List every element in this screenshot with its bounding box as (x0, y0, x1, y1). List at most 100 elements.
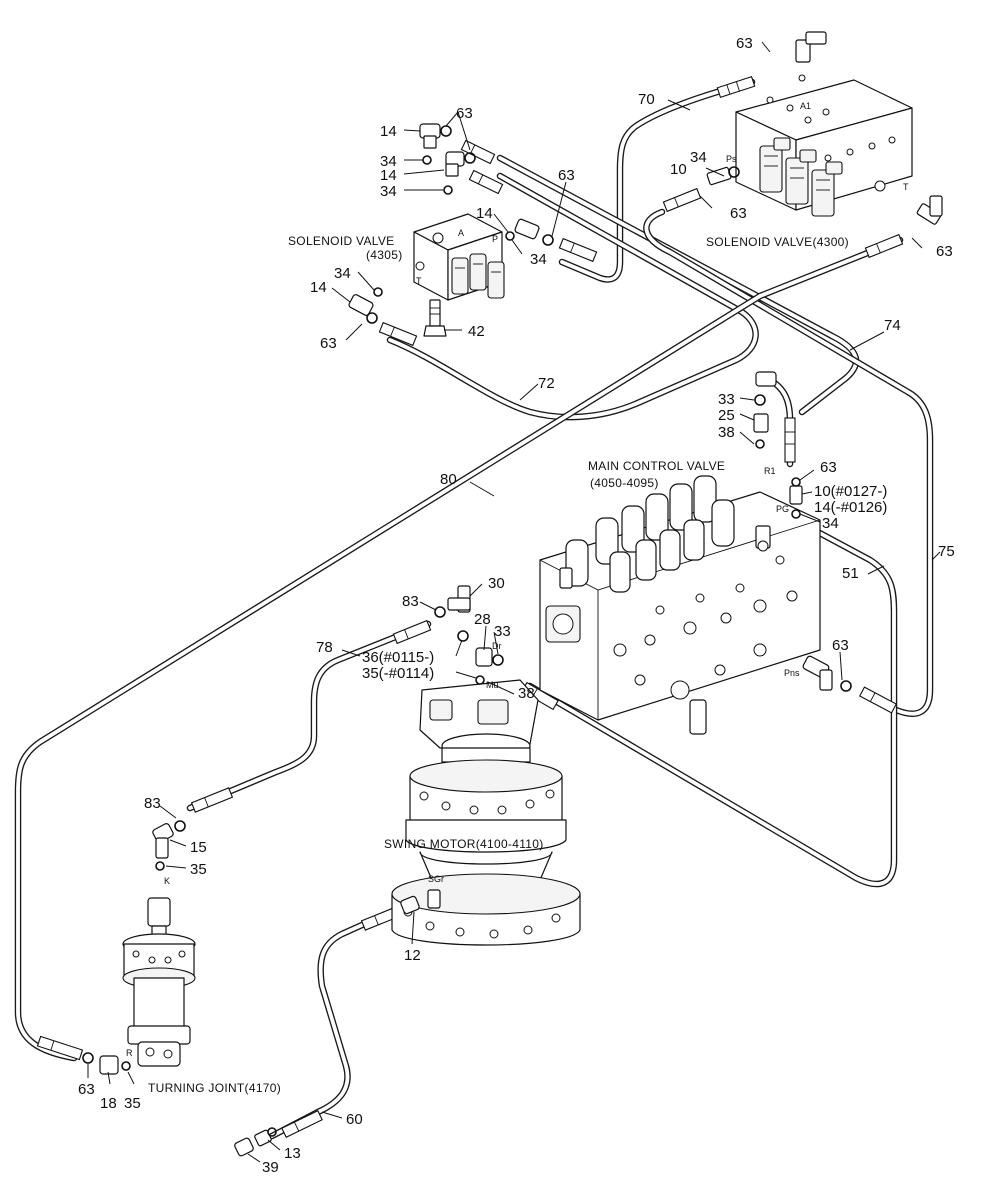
port-label-r1: R1 (764, 466, 776, 476)
solenoid-valve-4305-code: (4305) (366, 248, 403, 262)
callout-10-a: 10 (670, 161, 687, 178)
o-ring-34-b (443, 185, 453, 195)
callout-34-d: 34 (530, 251, 547, 268)
callout-63-i: 63 (78, 1081, 95, 1098)
port-label-ps: Ps (726, 154, 737, 164)
hose-78 (186, 620, 432, 812)
callout-10-b: 10(#0127-) (814, 483, 887, 500)
callout-51: 51 (842, 565, 859, 582)
callout-34-e: 34 (334, 265, 351, 282)
callout-13: 13 (284, 1145, 301, 1162)
callout-34-c: 34 (690, 149, 707, 166)
callout-36: 36(#0115-) (362, 649, 434, 666)
hose-74 (496, 154, 860, 416)
solenoid-valve-4300: A1 Ps T SOLENOID VALVE(4300) (706, 31, 943, 249)
callout-14-b: 14 (380, 167, 397, 184)
port-label-a1: A1 (800, 101, 811, 111)
elbow-fitting-4300-right (916, 195, 943, 225)
solenoid-coils-4300 (759, 137, 843, 217)
port-label-sgr: SGr (428, 874, 444, 884)
swing-motor: Dr Mu SGr SWING MOTOR(4100-4110) (384, 585, 581, 946)
callout-38-b: 38 (518, 685, 535, 702)
port-label-t-4300: T (903, 182, 909, 192)
leader-lines (87, 41, 941, 1163)
callout-38-a: 38 (718, 424, 735, 441)
callout-14-e: 14(-#0126) (814, 499, 887, 516)
port-label-p-4305: P (492, 234, 498, 244)
port-label-pns: Pns (784, 668, 800, 678)
o-ring-38 (475, 675, 485, 685)
callout-28: 28 (474, 611, 491, 628)
elbow-fitting-18 (82, 1052, 131, 1075)
callout-63-b: 63 (456, 105, 473, 122)
port-label-pg: PG (776, 504, 789, 514)
callout-63-c: 63 (558, 167, 575, 184)
callout-14-d: 14 (310, 279, 327, 296)
hose-51 (526, 512, 898, 888)
callout-35-b: 35 (190, 861, 207, 878)
callout-78: 78 (316, 639, 333, 656)
mcv-pns-elbow (802, 655, 852, 692)
solenoid-valve-4305-label: SOLENOID VALVE (288, 234, 394, 248)
o-ring-34-a (422, 155, 432, 165)
callout-80: 80 (440, 471, 457, 488)
callout-42: 42 (468, 323, 485, 340)
callout-numbers: 63 70 14 63 34 14 34 63 10 34 63 14 34 6… (78, 35, 955, 1176)
elbow-14-t-port (348, 287, 383, 324)
callout-74: 74 (884, 317, 901, 334)
callout-34-a: 34 (380, 153, 397, 170)
bolt-42 (423, 299, 447, 337)
callout-25: 25 (718, 407, 735, 424)
callout-72: 72 (538, 375, 555, 392)
mcv-pg-fitting (789, 477, 803, 519)
fitting-ps (706, 166, 740, 186)
callout-83-b: 83 (144, 795, 161, 812)
callout-18: 18 (100, 1095, 117, 1112)
callout-63-g: 63 (820, 459, 837, 476)
hose-80 (14, 236, 904, 1062)
port-label-mu: Mu (486, 680, 499, 690)
swing-motor-12-fitting (400, 895, 420, 915)
callout-14-a: 14 (380, 123, 397, 140)
callout-33-b: 33 (494, 623, 511, 640)
elbow-14-p-port (505, 218, 554, 246)
callout-70: 70 (638, 91, 655, 108)
port-label-k: K (164, 876, 170, 886)
callout-34-f: 34 (822, 515, 839, 532)
callout-83-a: 83 (402, 593, 419, 610)
elbow-14-top-b (445, 151, 476, 177)
port-label-t-4305: T (416, 276, 422, 286)
callout-60: 60 (346, 1111, 363, 1128)
callout-63-top: 63 (736, 35, 753, 52)
callout-35-a: 35(-#0114) (362, 665, 434, 682)
callout-75: 75 (938, 543, 955, 560)
turning-joint: K R TURNING JOINT(4170) (82, 820, 281, 1095)
hose-70 (558, 78, 756, 283)
port-label-a-4305: A (458, 228, 464, 238)
swing-motor-label: SWING MOTOR(4100-4110) (384, 837, 544, 851)
turning-joint-label: TURNING JOINT(4170) (148, 1081, 281, 1095)
hose-60 (268, 904, 404, 1140)
callout-12: 12 (404, 947, 421, 964)
solenoid-valve-4300-label: SOLENOID VALVE(4300) (706, 235, 849, 249)
callout-63-f: 63 (320, 335, 337, 352)
callout-33-a: 33 (718, 391, 735, 408)
elbow-14-top-a (419, 123, 452, 149)
main-control-valve: R1 PG Pns MAIN CONTROL VALVE (4050-4095) (539, 371, 852, 735)
main-control-valve-label: MAIN CONTROL VALVE (588, 459, 725, 473)
callout-34-b: 34 (380, 183, 397, 200)
swing-motor-fitting-30 (434, 585, 471, 618)
callout-39: 39 (262, 1159, 279, 1176)
elbow-fitting-15 (152, 820, 186, 859)
callout-63-e: 63 (936, 243, 953, 260)
port-label-r: R (126, 1048, 133, 1058)
mcv-r1-port-fitting (755, 525, 771, 552)
mcv-spool-caps (565, 475, 735, 593)
hose-72 (386, 172, 759, 421)
hose-60-end-fittings (234, 1127, 277, 1157)
elbow-fitting-4300-top (795, 31, 827, 82)
main-control-valve-code: (4050-4095) (590, 476, 659, 490)
o-ring-35-k (155, 861, 165, 871)
solenoid-valve-4305: A P T SOLENOID VALVE (4305) (288, 123, 554, 337)
